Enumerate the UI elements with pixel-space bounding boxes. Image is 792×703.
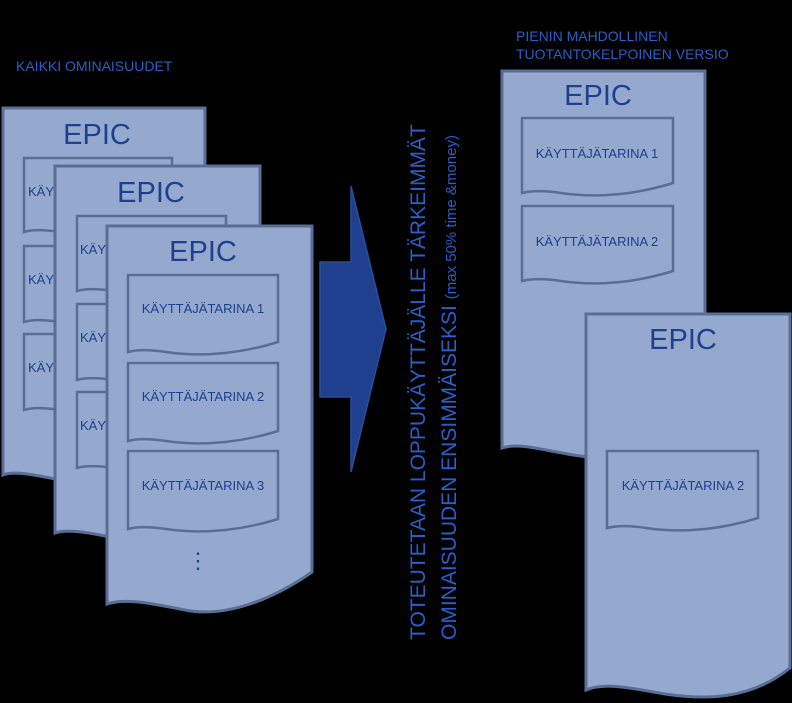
epic-title: EPIC (63, 119, 131, 151)
svg-text:KÄY: KÄY (28, 272, 54, 287)
arrow-label-line1: TOTEUTETAAN LOPPUKÄYTTÄJÄLLE TÄRKEIMMÄT (407, 124, 430, 640)
svg-text:KÄY: KÄY (28, 360, 54, 375)
svg-text:KÄYTTÄJÄTARINA 2: KÄYTTÄJÄTARINA 2 (142, 389, 265, 404)
svg-text:KÄYTTÄJÄTARINA 2: KÄYTTÄJÄTARINA 2 (622, 478, 745, 493)
story-card-1: KÄYTTÄJÄTARINA 1 (126, 273, 280, 356)
ellipsis: ⋮ (187, 548, 209, 573)
svg-text:KÄYTTÄJÄTARINA 3: KÄYTTÄJÄTARINA 3 (142, 478, 265, 493)
mvp-epic-doc-2: EPIC KÄYTTÄJÄTARINA 2 (584, 312, 792, 699)
svg-text:KÄY: KÄY (80, 330, 106, 345)
process-arrow (319, 185, 387, 473)
svg-text:KÄYTTÄJÄTARINA 1: KÄYTTÄJÄTARINA 1 (536, 146, 659, 161)
epic-doc-front: EPIC KÄYTTÄJÄTARINA 1 KÄYTTÄJÄTARINA 2 K… (105, 224, 314, 614)
svg-text:KÄY: KÄY (28, 184, 54, 199)
svg-text:KÄY: KÄY (80, 418, 106, 433)
left-caption: KAIKKI OMINAISUUDET (16, 58, 173, 74)
svg-text:KÄYTTÄJÄTARINA 2: KÄYTTÄJÄTARINA 2 (536, 234, 659, 249)
svg-text:KÄYTTÄJÄTARINA 1: KÄYTTÄJÄTARINA 1 (142, 301, 265, 316)
epic-title: EPIC (117, 177, 185, 209)
epic-title: EPIC (649, 324, 717, 356)
right-caption-line2: TUOTANTOKELPOINEN VERSIO (516, 46, 729, 62)
story-card-2: KÄYTTÄJÄTARINA 2 (605, 449, 760, 532)
story-card-2: KÄYTTÄJÄTARINA 2 (126, 361, 280, 445)
story-card-3: KÄYTTÄJÄTARINA 3 (126, 449, 280, 533)
story-card-1: KÄYTTÄJÄTARINA 1 (520, 116, 675, 197)
story-card-2: KÄYTTÄJÄTARINA 2 (520, 204, 675, 285)
svg-text:KÄY: KÄY (80, 242, 106, 257)
arrow-label-line2: OMINAISUUDEN ENSIMMÄISEKSI (max 50% time… (438, 135, 461, 640)
epic-title: EPIC (564, 80, 632, 112)
epic-title: EPIC (169, 236, 237, 268)
right-caption-line1: PIENIN MAHDOLLINEN (516, 28, 668, 44)
